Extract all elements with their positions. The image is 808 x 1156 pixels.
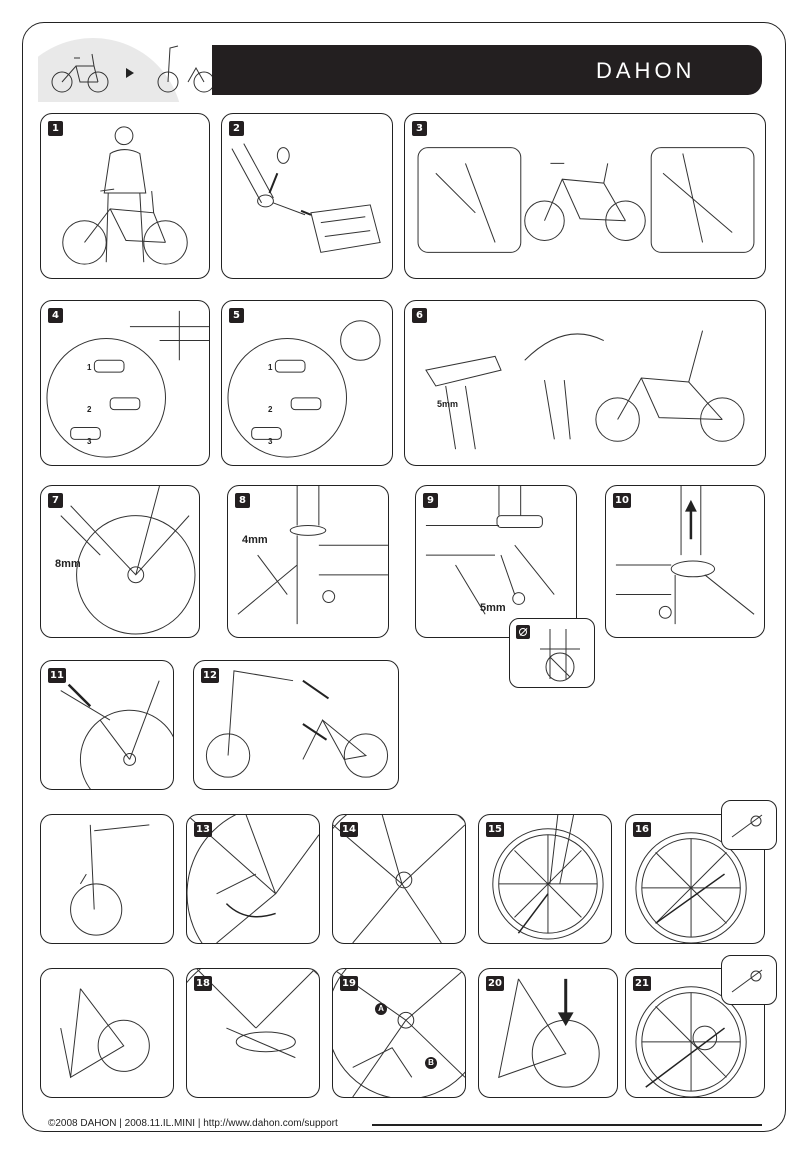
- step-panel-folded-2: [40, 968, 174, 1098]
- step-number: 5: [229, 308, 244, 323]
- brand-banner: DAHON: [212, 45, 762, 95]
- arrow-right-icon: [126, 68, 134, 78]
- step-number: 3: [412, 121, 427, 136]
- prohibited-inset: [509, 618, 595, 688]
- footer-rule: [372, 1124, 762, 1126]
- footer-text: ©2008 DAHON | 2008.11.IL.MINI | http://w…: [40, 1118, 346, 1129]
- magnet-detail-illustration: [722, 801, 777, 850]
- substep-label: 3: [87, 437, 92, 446]
- front-wheel-illustration: [479, 815, 611, 943]
- step-panel-8: 8 4mm: [227, 485, 389, 638]
- step-panel-6: 6 5mm: [404, 300, 766, 466]
- step-number: 12: [201, 668, 219, 683]
- fully-folded-bike-illustration: [41, 969, 173, 1097]
- magnet-detail-illustration: [722, 956, 777, 1005]
- step-panel-4: 4 1 2 3: [40, 300, 210, 466]
- wheel-magnet-illustration: [626, 815, 764, 943]
- step-panel-11: 11: [40, 660, 174, 790]
- pedal-fold-illustration: [41, 661, 173, 789]
- step-number: 13: [194, 822, 212, 837]
- brake-cable-illustration: [405, 114, 765, 278]
- seatpost-plug-illustration: [41, 301, 209, 465]
- step-number: 18: [194, 976, 212, 991]
- frame-plug-illustration: [222, 301, 392, 465]
- person-with-bike-illustration: [41, 114, 209, 278]
- hex-size-label: 5mm: [437, 399, 459, 409]
- step-panel-10: 10: [605, 485, 765, 638]
- step-number: 21: [633, 976, 651, 991]
- substep-label: 2: [268, 405, 273, 414]
- step-number: 4: [48, 308, 63, 323]
- step-panel-folded-1: [40, 814, 174, 944]
- handlebar-fold-illustration: [194, 661, 398, 789]
- derailleur-illustration: [333, 969, 465, 1097]
- step-panel-2: 2: [221, 113, 393, 279]
- folded-bike-illustration: [41, 815, 173, 943]
- step-panel-18: 18: [186, 968, 320, 1098]
- step-panel-5: 5 1 2 3: [221, 300, 393, 466]
- seatpost-remove-illustration: [606, 486, 764, 637]
- point-label-b: B: [425, 1057, 437, 1069]
- step-panel-1: 1: [40, 113, 210, 279]
- step-number: 15: [486, 822, 504, 837]
- point-label-a: A: [375, 1003, 387, 1015]
- substep-label: 3: [268, 437, 273, 446]
- seat-clamp-illustration: [228, 486, 388, 637]
- step-panel-7: 7 8mm: [40, 485, 200, 638]
- step-number: 16: [633, 822, 651, 837]
- step-number: 14: [340, 822, 358, 837]
- step-panel-20: 20: [478, 968, 618, 1098]
- detail-inset-16: [721, 800, 777, 850]
- seat-clamp-loosen-illustration: [416, 486, 576, 637]
- step-panel-19: 19 A B: [332, 968, 466, 1098]
- step-number: 8: [235, 493, 250, 508]
- hex-size-label: 4mm: [242, 534, 268, 546]
- step-number: 20: [486, 976, 504, 991]
- substep-label: 2: [87, 405, 92, 414]
- hex-size-label: 5mm: [480, 602, 506, 614]
- step-number: 1: [48, 121, 63, 136]
- dahon-logo: DAHON: [596, 58, 695, 82]
- step-number: 9: [423, 493, 438, 508]
- step-panel-14: 14: [332, 814, 466, 944]
- step-panel-13: 13: [186, 814, 320, 944]
- svg-text:DAHON: DAHON: [596, 58, 695, 82]
- wheel-quick-release-illustration: [187, 815, 319, 943]
- step-panel-9: 9 5mm: [415, 485, 577, 638]
- prohibited-clamp-illustration: [510, 619, 595, 688]
- substep-label: 1: [87, 363, 92, 372]
- step-panel-12: 12: [193, 660, 399, 790]
- step-number: 7: [48, 493, 63, 508]
- crank-bolt-illustration: [41, 486, 199, 637]
- step-number: 11: [48, 668, 66, 683]
- hero-bikes-illustration: [38, 38, 238, 102]
- detail-inset-21: [721, 955, 777, 1005]
- pedal-install-illustration: [222, 114, 392, 278]
- no-entry-icon: [516, 625, 530, 639]
- stem-handlebar-illustration: [405, 301, 765, 465]
- rear-wheel-magnet-illustration: [626, 969, 764, 1097]
- hex-size-label: 8mm: [55, 558, 81, 570]
- step-number: 6: [412, 308, 427, 323]
- hub-nut-illustration: [333, 815, 465, 943]
- step-number: 10: [613, 493, 631, 508]
- step-panel-15: 15: [478, 814, 612, 944]
- rear-fold-illustration: [479, 969, 617, 1097]
- step-number: 2: [229, 121, 244, 136]
- step-panel-3: 3: [404, 113, 766, 279]
- substep-label: 1: [268, 363, 273, 372]
- step-number: 19: [340, 976, 358, 991]
